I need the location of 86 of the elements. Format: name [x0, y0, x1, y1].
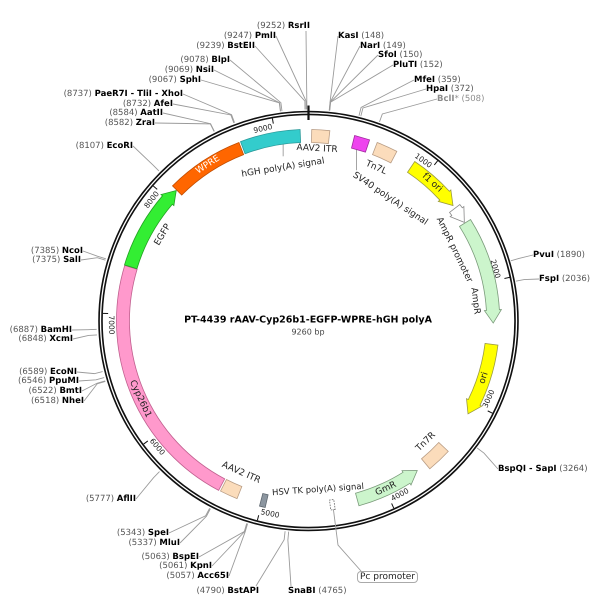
- restriction-site-label: (9067) SphI: [148, 75, 201, 85]
- callout-label: Pc promoter: [357, 571, 418, 583]
- feature-label: AAV2 ITR: [296, 143, 338, 156]
- leader-line: [276, 36, 307, 110]
- leader-line: [515, 278, 540, 282]
- leader-line: [332, 508, 362, 572]
- restriction-site-label: SnaBI (4765): [288, 586, 347, 596]
- restriction-site-label: (8584) AatII: [109, 108, 163, 118]
- feature-label: HSV TK poly(A) signal: [271, 482, 364, 498]
- leader-line: [200, 80, 281, 112]
- leader-line: [510, 254, 534, 262]
- leader-line: [356, 148, 357, 171]
- leader-line: [198, 523, 248, 558]
- restriction-site-label: SfoI (150): [378, 50, 422, 60]
- restriction-site-label: (5777) AflII: [86, 494, 136, 504]
- restriction-site-label: (6546) PpuMI: [18, 376, 79, 386]
- leader-line: [154, 122, 215, 132]
- restriction-site-label: (8737) PaeR7I - TliI - XhoI: [64, 89, 183, 99]
- restriction-site-label: (7385) NcoI: [30, 246, 83, 256]
- feature-label: AmpR: [468, 286, 482, 314]
- restriction-site-label: (8107) EcoRI: [76, 141, 133, 151]
- leader-line: [329, 54, 378, 112]
- leader-line: [136, 471, 160, 500]
- leader-line: [182, 94, 235, 124]
- leader-line: [214, 70, 282, 112]
- feature-label: f1 ori: [420, 172, 444, 196]
- restriction-site-label: (9078) BlpI: [180, 55, 230, 65]
- restriction-site-label: (6887) BamHI: [10, 325, 72, 335]
- restriction-site-label: (5343) SpeI: [116, 528, 169, 538]
- leader-line: [76, 371, 104, 374]
- restriction-site-label: (6522) BmtI: [28, 386, 82, 396]
- feature-label: hGH poly(A) signal: [240, 156, 326, 180]
- plasmid-title: PT-4439 rAAV-Cyp26b1-EGFP-WPRE-hGH polyA: [184, 314, 432, 326]
- restriction-site-label: BspQI - SapI (3264): [498, 464, 588, 474]
- restriction-site-label: (6518) NheI: [30, 396, 84, 406]
- leader-line: [84, 380, 106, 402]
- restriction-site-label: (5063) BspEI: [141, 552, 199, 562]
- restriction-site-label: (5057) Acc65I: [166, 571, 229, 581]
- leader-line: [212, 523, 248, 566]
- restriction-site-label: (8732) AfeI: [122, 99, 173, 109]
- leader-line: [328, 46, 360, 112]
- restriction-site-label: (9069) NsiI: [164, 65, 214, 75]
- restriction-site-label: (4790) BstAPI: [196, 586, 259, 596]
- leader-line: [287, 531, 292, 586]
- restriction-site-label: MfeI (359): [414, 75, 461, 85]
- leader-line: [379, 98, 438, 122]
- leader-line: [172, 104, 234, 124]
- restriction-site-label: PluTI (152): [393, 60, 443, 70]
- plasmid-length: 9260 bp: [291, 327, 325, 336]
- restriction-site-label: (9247) PmlI: [224, 31, 276, 41]
- leader-line: [82, 380, 106, 392]
- restriction-site-label: (5337) MluI: [128, 538, 180, 548]
- restriction-site-label: NarI (149): [360, 41, 406, 51]
- restriction-site-label: (8582) ZraI: [104, 118, 155, 128]
- leader-line: [360, 88, 426, 117]
- restriction-site-label: (9252) RsrII: [256, 21, 310, 31]
- leader-line: [168, 508, 210, 534]
- leader-line: [162, 112, 215, 132]
- leader-line: [80, 257, 106, 261]
- leader-line: [78, 377, 105, 382]
- leader-line: [306, 30, 308, 110]
- restriction-site-label: (6848) XcmI: [18, 334, 73, 344]
- leader-line: [132, 146, 160, 172]
- leader-line: [72, 328, 98, 330]
- leader-line: [358, 80, 414, 116]
- leader-line: [254, 46, 306, 110]
- leader-line: [282, 144, 284, 157]
- restriction-site-label: BclI* (508): [437, 94, 484, 104]
- restriction-site-label: (7375) SalI: [32, 255, 81, 265]
- leader-line: [180, 508, 211, 544]
- leader-line: [329, 64, 394, 112]
- leader-line: [230, 60, 282, 112]
- restriction-site-label: (6589) EcoNI: [19, 367, 77, 377]
- restriction-site-label: (9239) BstEII: [196, 41, 255, 51]
- leader-line: [72, 334, 98, 340]
- restriction-site-label: HpaI (372): [426, 84, 474, 94]
- leader-line: [228, 523, 248, 576]
- restriction-site-label: (5061) KpnI: [159, 561, 212, 571]
- feature-label: AAV2 ITR: [220, 460, 262, 486]
- restriction-site-label: KasI (148): [338, 31, 384, 41]
- restriction-site-label: PvuI (1890): [533, 250, 585, 260]
- leader-line: [256, 530, 286, 586]
- leader-line: [476, 448, 498, 470]
- leader-line: [82, 250, 106, 260]
- restriction-site-label: FspI (2036): [539, 274, 590, 284]
- feature-label: ori: [477, 371, 490, 386]
